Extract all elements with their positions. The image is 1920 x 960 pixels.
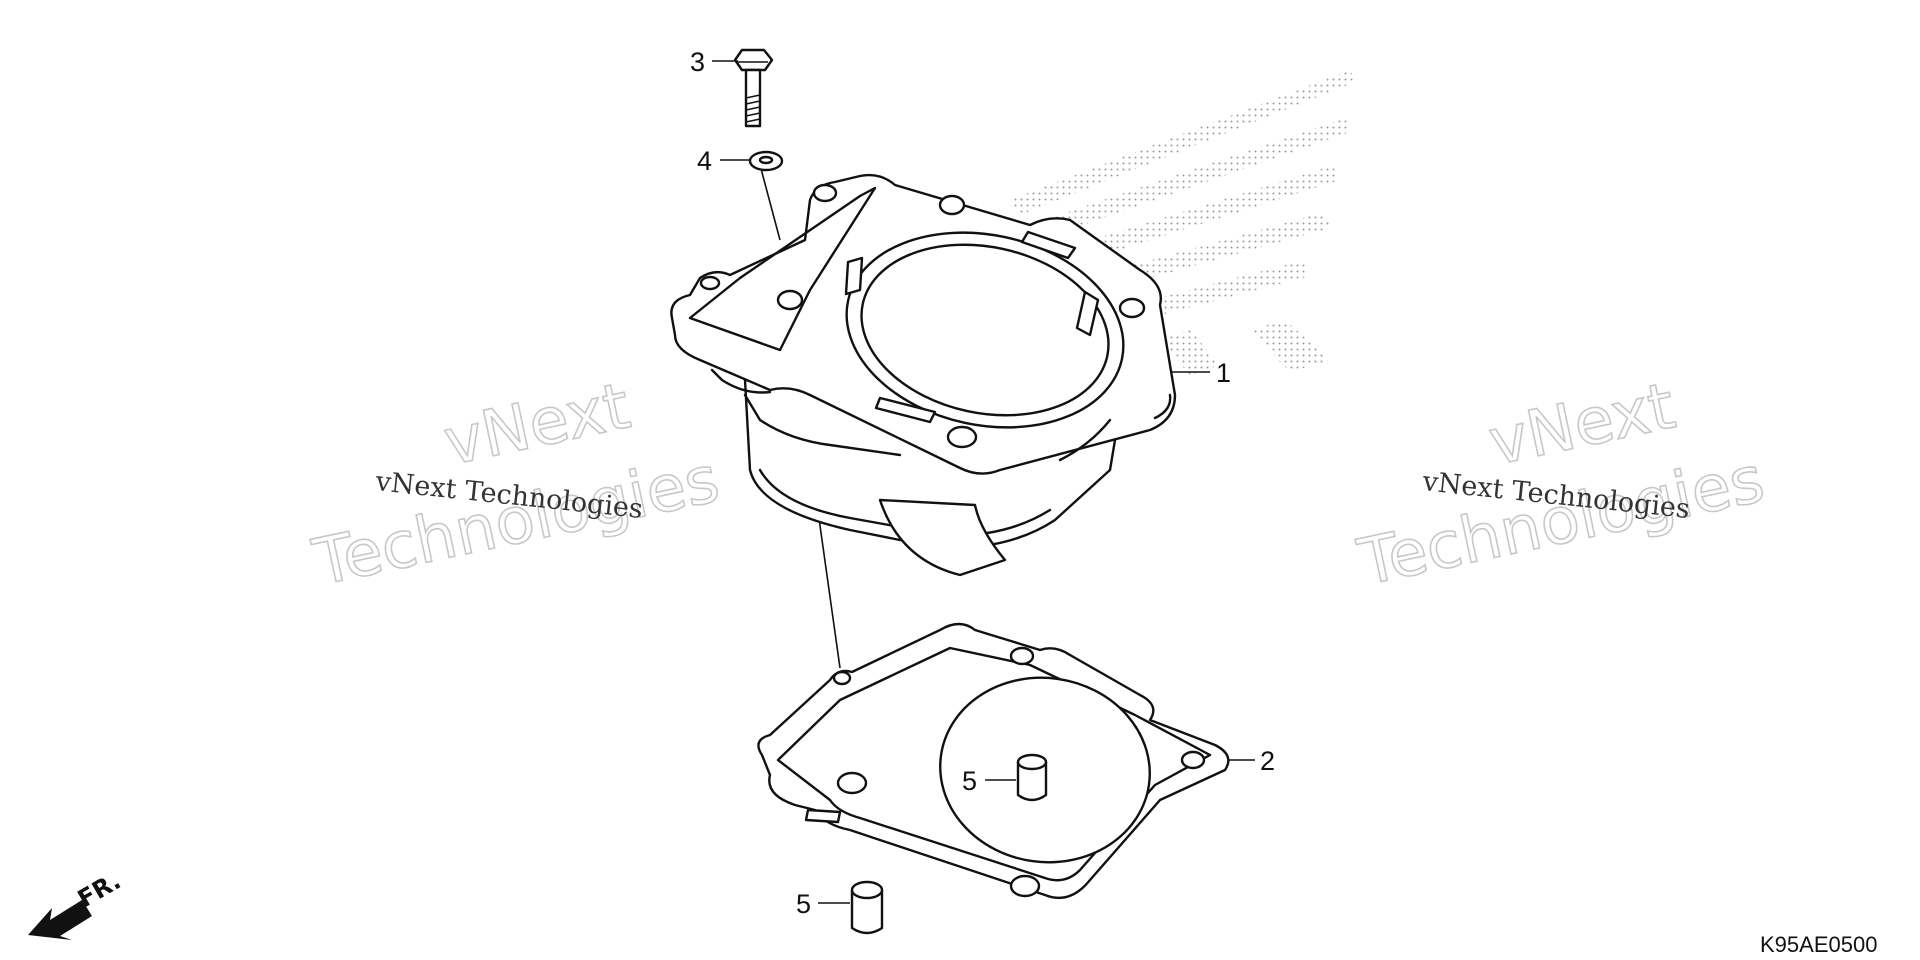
callout-3: 3	[690, 47, 705, 77]
arrow-icon	[28, 900, 92, 940]
dowel-upper-part	[1016, 753, 1048, 802]
cylinder-part	[670, 173, 1177, 577]
watermark-right: vNext Technologies vNext Technologies	[1351, 369, 1771, 602]
watermark-left: vNext Technologies vNext Technologies	[306, 369, 726, 602]
washer-part	[748, 150, 784, 172]
callout-1: 1	[1216, 358, 1231, 388]
bolt-part	[733, 48, 774, 128]
gasket-part	[757, 622, 1230, 900]
dowel-lower-part	[850, 880, 884, 935]
callouts: 1 2 3 4 5 5	[690, 47, 1275, 919]
callout-5-upper: 5	[962, 766, 977, 796]
reference-code: K95AE0500	[1760, 932, 1877, 957]
brand-watermark	[1010, 70, 1355, 385]
leader-lines	[712, 60, 1255, 904]
callout-4: 4	[697, 146, 712, 176]
callout-2: 2	[1260, 746, 1275, 776]
callout-5-lower: 5	[796, 889, 811, 919]
front-arrow: FR.	[28, 867, 125, 940]
